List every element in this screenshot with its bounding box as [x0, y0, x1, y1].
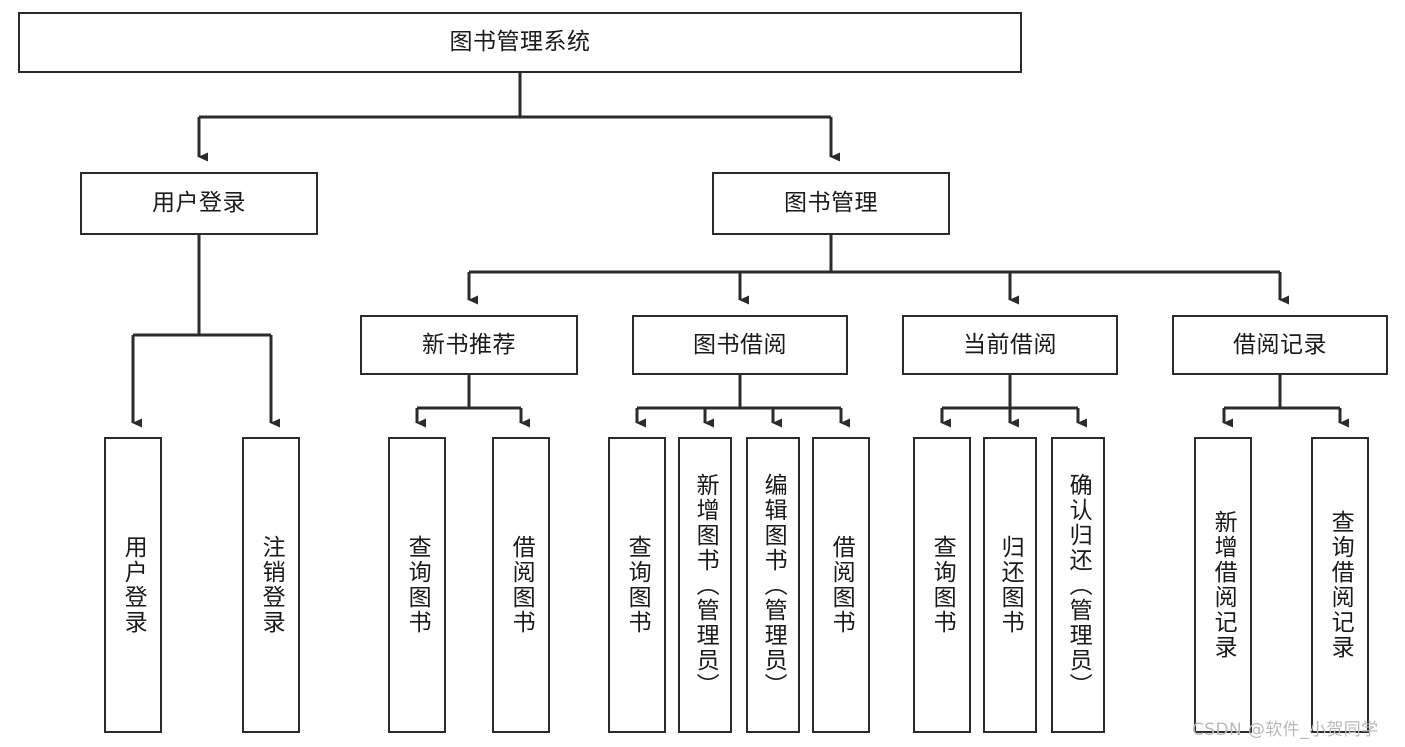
leaf-user-login-login-label: 用户登录: [120, 535, 147, 635]
leaf-borrow-record-query[interactable]: 查询借阅记录: [1311, 437, 1369, 733]
node-current-borrow[interactable]: 当前借阅: [902, 315, 1118, 375]
node-current-borrow-label: 当前借阅: [963, 331, 1057, 358]
leaf-user-login-logout[interactable]: 注销登录: [242, 437, 300, 733]
leaf-new-book-borrow-label: 借阅图书: [508, 535, 535, 635]
leaf-borrow-record-query-label: 查询借阅记录: [1327, 510, 1354, 660]
leaf-user-login-login[interactable]: 用户登录: [104, 437, 162, 733]
leaf-new-book-borrow[interactable]: 借阅图书: [492, 437, 550, 733]
csdn-watermark: CSDN @软件_小贺同学: [1192, 720, 1379, 740]
node-borrow-record-label: 借阅记录: [1233, 331, 1327, 358]
leaf-current-borrow-confirm-return[interactable]: 确认归还（管理员）: [1051, 437, 1105, 733]
leaf-borrow-record-add[interactable]: 新增借阅记录: [1194, 437, 1252, 733]
leaf-current-borrow-return[interactable]: 归还图书: [983, 437, 1037, 733]
leaf-current-borrow-query[interactable]: 查询图书: [913, 437, 971, 733]
node-borrow-record[interactable]: 借阅记录: [1172, 315, 1388, 375]
node-root-system-label: 图书管理系统: [449, 29, 591, 56]
leaf-current-borrow-return-label: 归还图书: [997, 535, 1024, 635]
node-book-borrow-label: 图书借阅: [693, 331, 787, 358]
leaf-book-borrow-edit-label: 编辑图书（管理员）: [760, 472, 787, 698]
node-book-management-label: 图书管理: [784, 190, 878, 217]
leaf-book-borrow-edit[interactable]: 编辑图书（管理员）: [746, 437, 800, 733]
leaf-borrow-record-add-label: 新增借阅记录: [1210, 510, 1237, 660]
leaf-book-borrow-query-label: 查询图书: [624, 535, 651, 635]
node-root-system[interactable]: 图书管理系统: [18, 12, 1022, 73]
node-new-book-recommend[interactable]: 新书推荐: [360, 315, 578, 375]
leaf-user-login-logout-label: 注销登录: [258, 535, 285, 635]
node-user-login-label: 用户登录: [152, 190, 246, 217]
node-user-login[interactable]: 用户登录: [80, 172, 318, 235]
leaf-book-borrow-add-label: 新增图书（管理员）: [692, 472, 719, 698]
leaf-book-borrow-borrow[interactable]: 借阅图书: [812, 437, 870, 733]
node-new-book-recommend-label: 新书推荐: [422, 331, 516, 358]
node-book-borrow[interactable]: 图书借阅: [632, 315, 848, 375]
leaf-current-borrow-query-label: 查询图书: [929, 535, 956, 635]
leaf-new-book-query[interactable]: 查询图书: [388, 437, 446, 733]
node-book-management[interactable]: 图书管理: [712, 172, 950, 235]
leaf-new-book-query-label: 查询图书: [404, 535, 431, 635]
leaf-book-borrow-add[interactable]: 新增图书（管理员）: [678, 437, 732, 733]
leaf-book-borrow-query[interactable]: 查询图书: [608, 437, 666, 733]
leaf-book-borrow-borrow-label: 借阅图书: [828, 535, 855, 635]
leaf-current-borrow-confirm-return-label: 确认归还（管理员）: [1065, 472, 1092, 698]
